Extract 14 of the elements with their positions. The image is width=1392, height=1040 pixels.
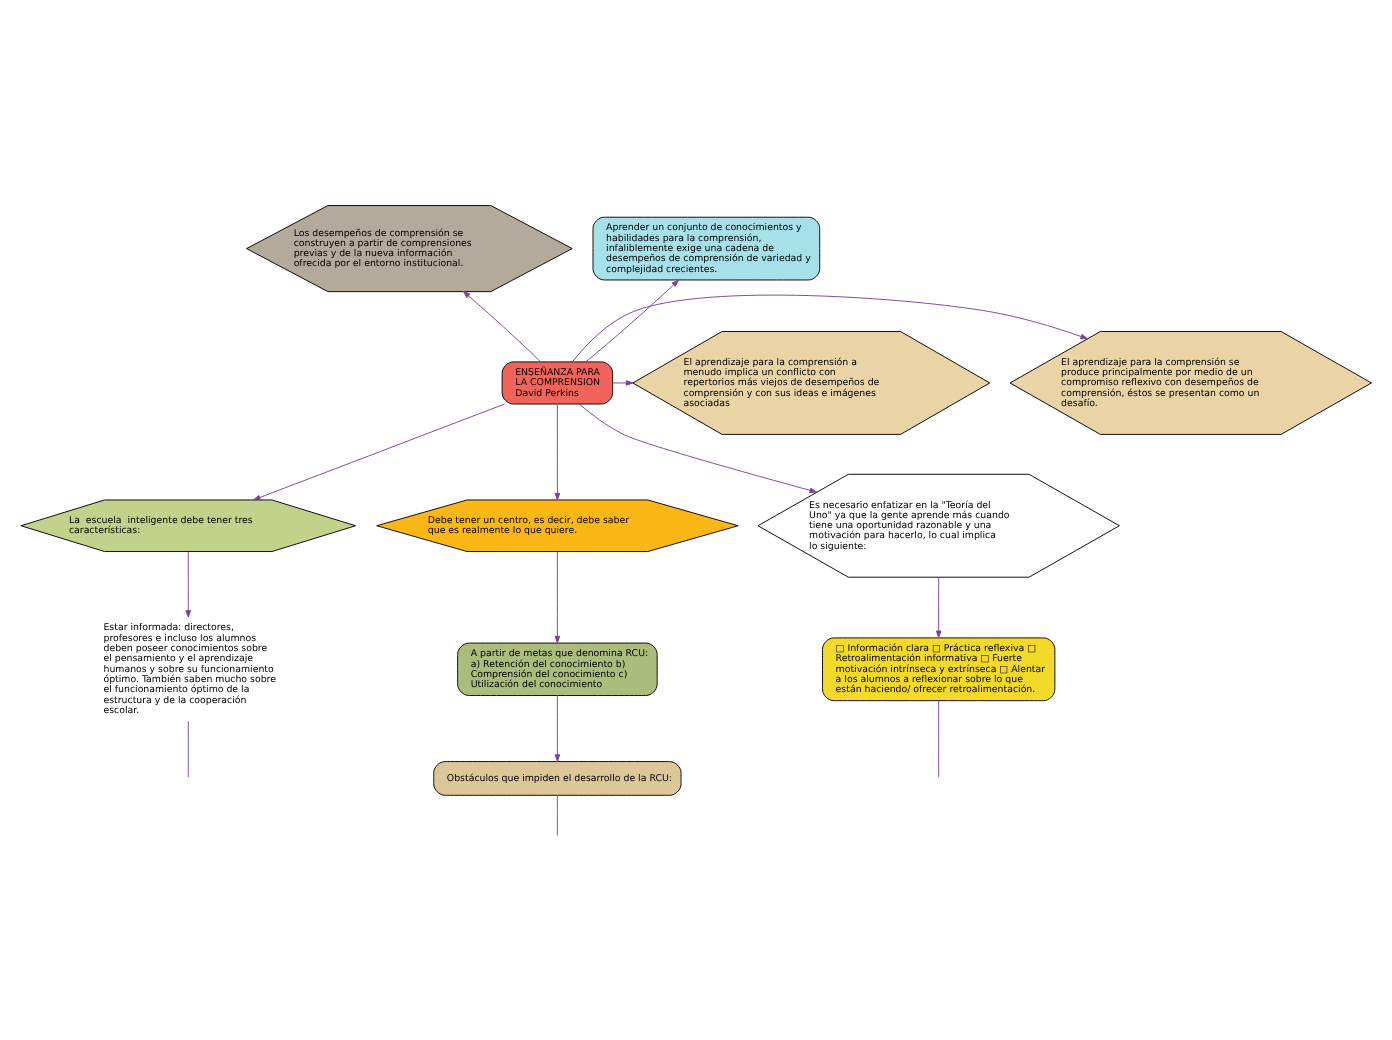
connector — [187, 719, 189, 777]
arrow — [253, 402, 505, 500]
arrow — [185, 550, 192, 617]
arrow — [462, 289, 542, 362]
arrow — [578, 402, 817, 493]
arrow — [935, 575, 942, 637]
arrow — [554, 694, 561, 761]
connector — [938, 699, 940, 777]
arrow — [612, 379, 634, 385]
connector — [556, 793, 558, 835]
arrow — [554, 402, 561, 500]
arrow — [571, 293, 1088, 362]
arrow — [554, 550, 561, 643]
arrow — [585, 278, 679, 362]
